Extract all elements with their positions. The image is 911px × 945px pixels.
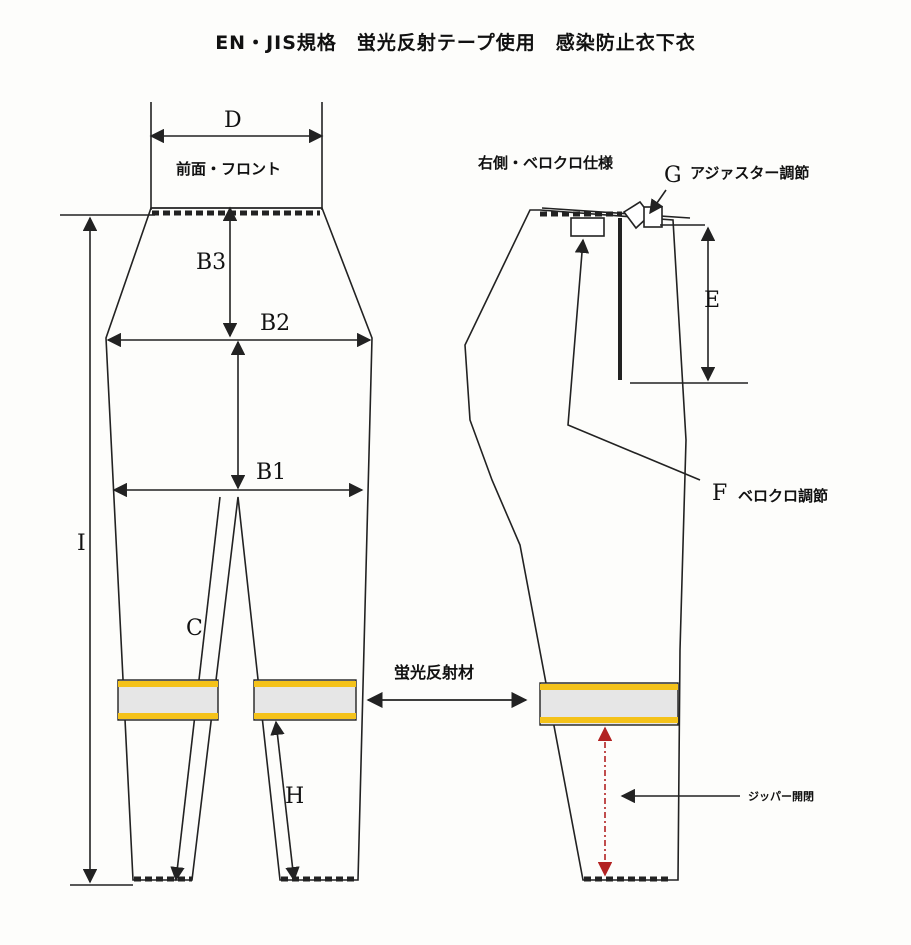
side-waist-top (541, 207, 691, 219)
front-view (60, 102, 373, 886)
diagram-title: EN・JIS規格 蛍光反射テープ使用 感染防止衣下衣 (215, 32, 696, 54)
front-reflective-bands (117, 679, 357, 721)
label-b2: B2 (260, 311, 291, 336)
label-b3: B3 (196, 250, 227, 275)
front-right-band-stripe-bottom (254, 713, 356, 719)
side-panel-label: 右側・ベロクロ仕様 (478, 154, 614, 172)
label-i: I (77, 531, 86, 556)
label-f: F (712, 481, 728, 506)
front-left-band-stripe-top (118, 681, 218, 687)
side-band-stripe-bottom (540, 717, 678, 723)
zipper-label: ジッパー開閉 (748, 790, 814, 803)
label-e: E (704, 288, 721, 313)
g-leader-arrow (649, 189, 667, 215)
side-view (464, 189, 748, 882)
front-right-band-stripe-top (254, 681, 356, 687)
label-d: D (224, 108, 242, 133)
label-f-text: ベロクロ調節 (738, 487, 829, 505)
label-g-text: アジァスター調節 (690, 164, 810, 182)
front-left-band-stripe-bottom (118, 713, 218, 719)
f-leader-arrow (567, 238, 701, 481)
label-g: G (664, 163, 682, 188)
label-h: H (285, 784, 305, 809)
reflective-material-label: 蛍光反射材 (394, 663, 475, 682)
side-reflective-band (539, 682, 679, 726)
velcro-tab (570, 217, 605, 237)
side-band-stripe-top (540, 684, 678, 690)
side-trousers-outline (464, 209, 687, 881)
h-dimension-arrow (270, 720, 300, 882)
front-panel-label: 前面・フロント (176, 160, 282, 178)
front-trousers-outline (105, 207, 373, 881)
label-b1: B1 (256, 460, 287, 485)
label-c: C (186, 616, 203, 641)
